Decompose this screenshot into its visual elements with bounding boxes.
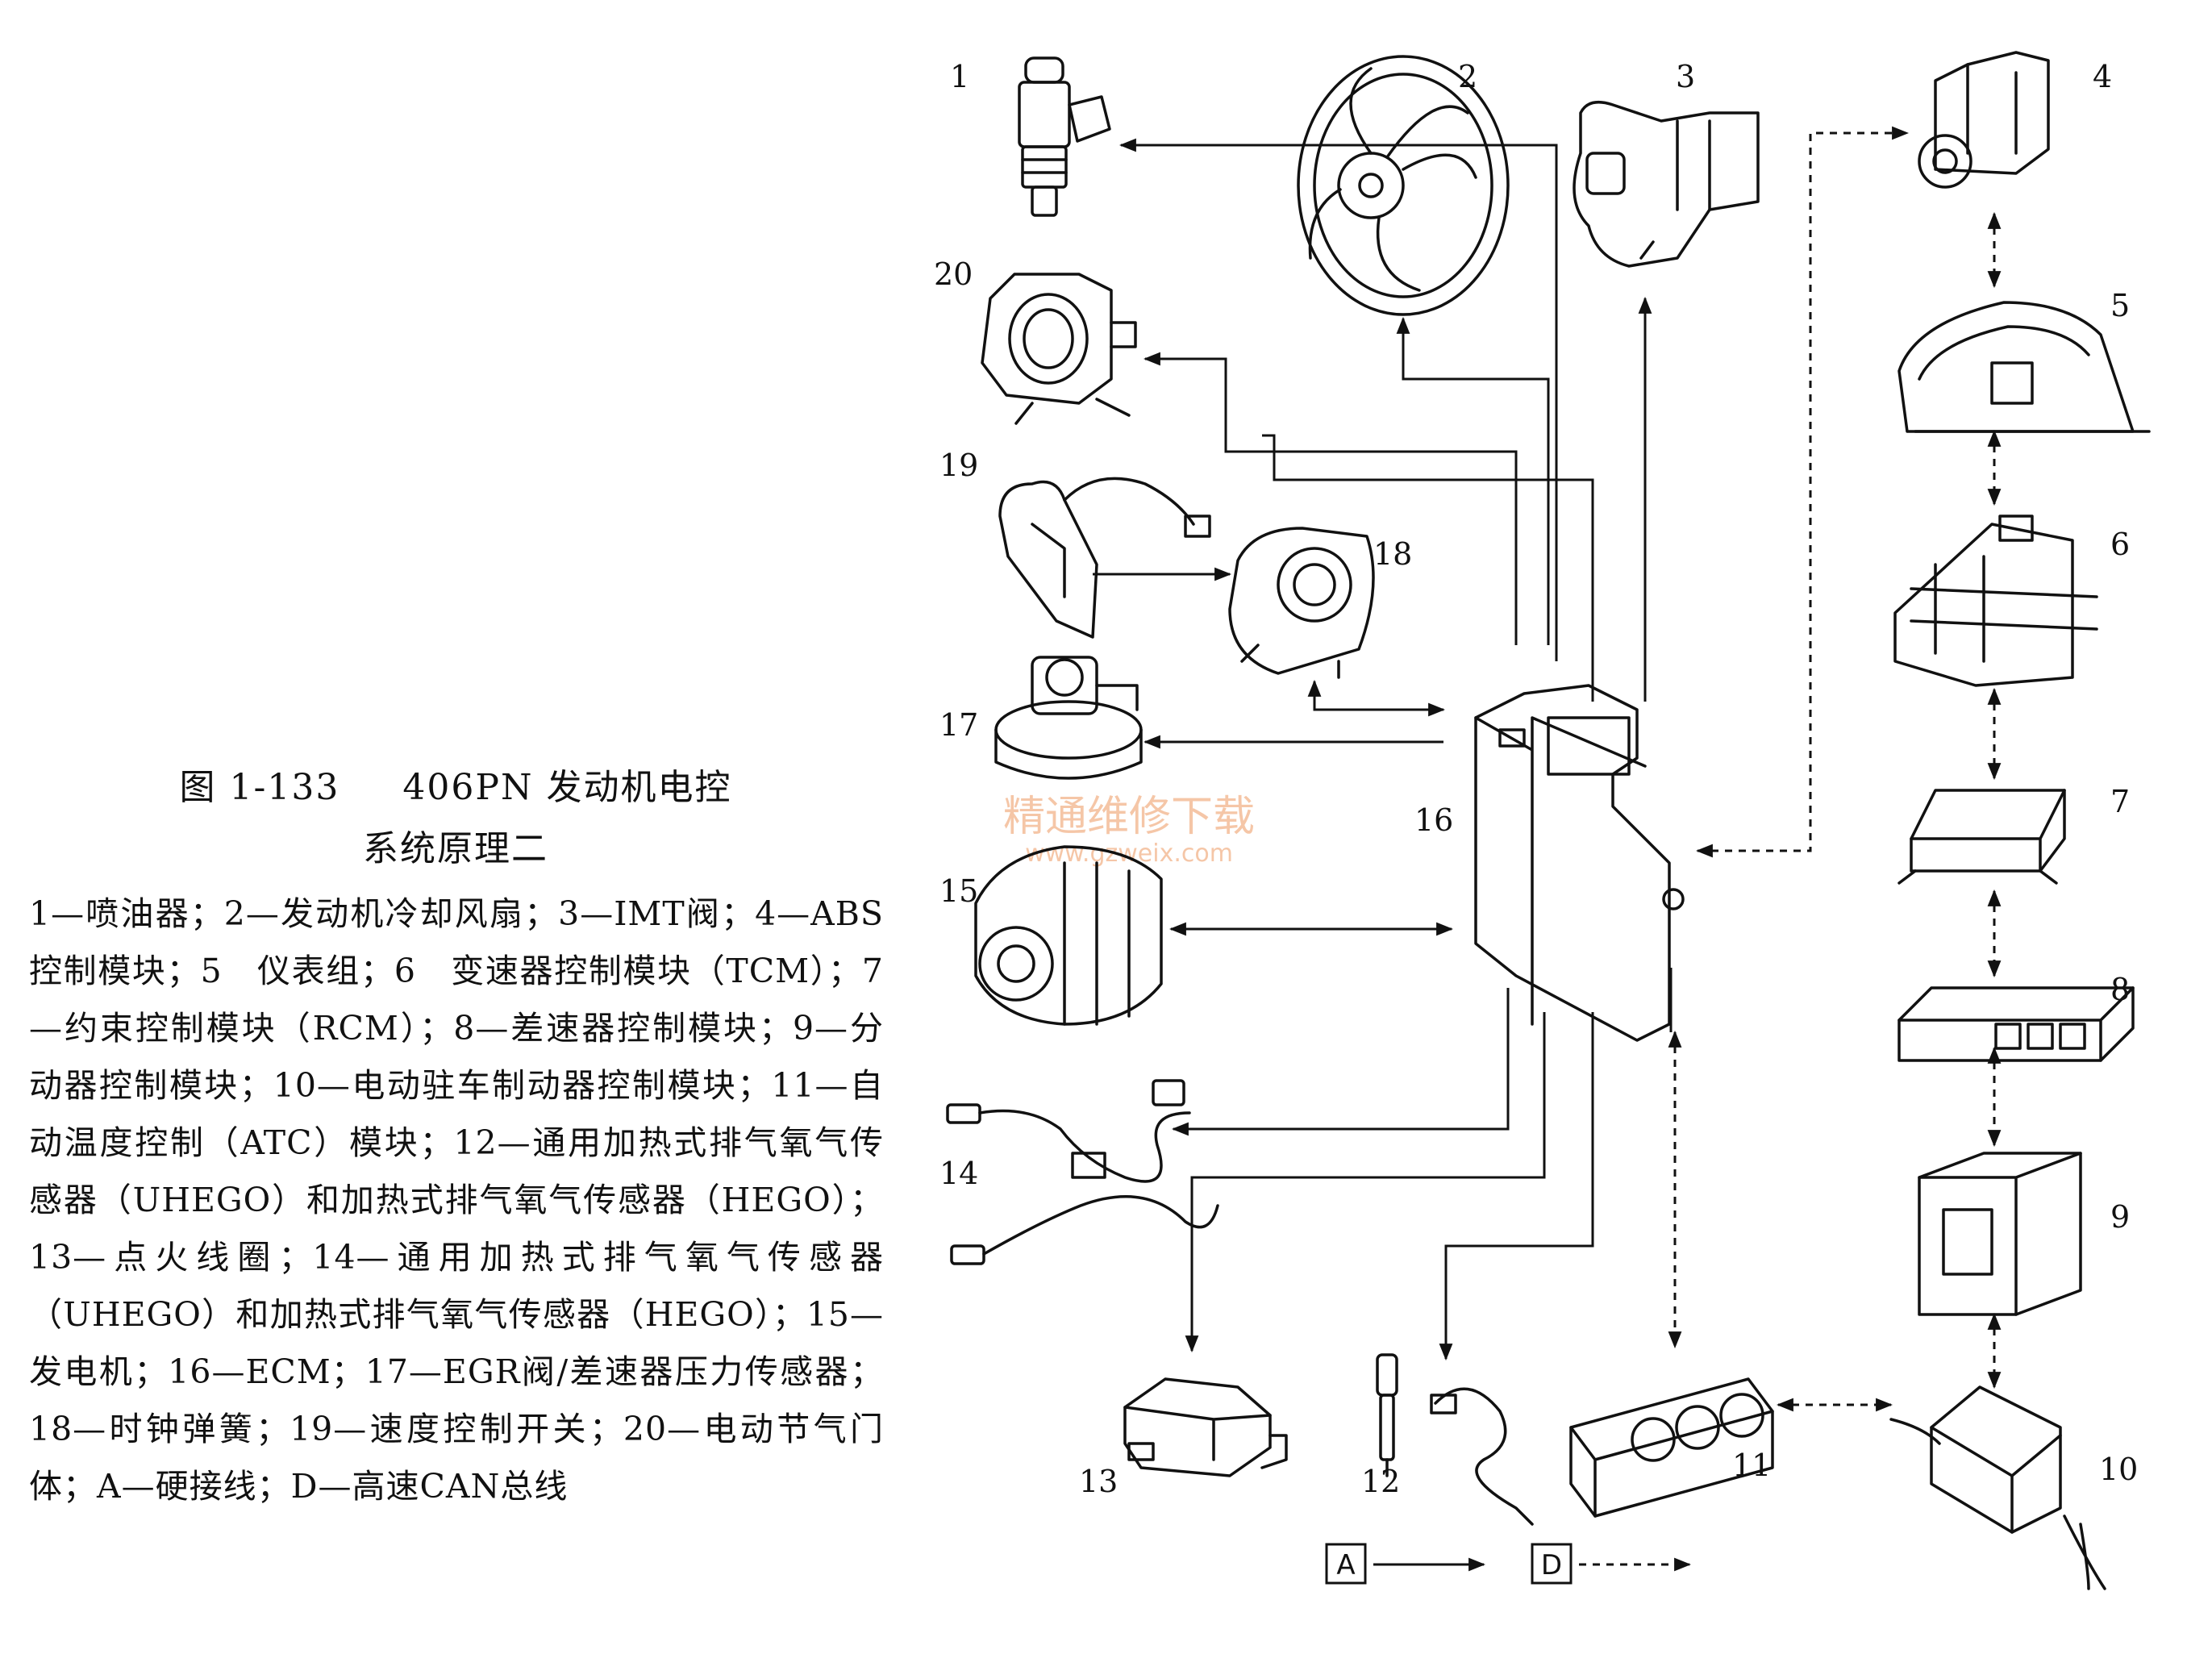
label-11: 11: [1732, 1448, 1771, 1483]
label-6: 6: [2110, 527, 2130, 562]
watermark-line2: www.gzweix.com: [1025, 839, 1233, 868]
abs-module-icon: [1918, 51, 2050, 189]
hardwired-lines: [1093, 138, 1673, 1361]
label-19: 19: [939, 448, 978, 483]
key-hardwired-letter: A: [1336, 1549, 1355, 1581]
label-12: 12: [1361, 1464, 1400, 1499]
watermark-line1: 精通维修下载: [1003, 793, 1255, 841]
label-7: 7: [2110, 784, 2130, 819]
epb-module-icon: [1889, 1385, 2106, 1590]
wire-ecm-o2-12: [1439, 1012, 1594, 1361]
atc-module-icon: [1569, 1377, 1774, 1518]
key-hardwired-box: [1325, 1543, 1367, 1585]
transfer-case-module-icon: [1918, 1152, 2082, 1316]
wire-ecm-fan: [1396, 316, 1550, 645]
can-ecm-abs: [1695, 126, 1910, 858]
label-9: 9: [2110, 1199, 2130, 1235]
figure-title-line1: 406PN 发动机电控: [402, 767, 732, 808]
imt-valve-icon: [1573, 100, 1760, 268]
label-18: 18: [1373, 536, 1412, 572]
wire-ecm-throttle: [1143, 352, 1518, 645]
ecm-icon: [1474, 684, 1685, 1042]
throttle-body-icon: [981, 273, 1137, 425]
label-5: 5: [2110, 288, 2130, 323]
label-4: 4: [2093, 59, 2112, 94]
label-3: 3: [1676, 59, 1695, 94]
tcm-icon: [1893, 515, 2098, 687]
o2-sensor-14-icon: [946, 1079, 1219, 1265]
ignition-coil-icon: [1123, 1377, 1288, 1477]
wire-ecm-o2-14: [1171, 988, 1510, 1136]
o2-sensor-12-icon: [1376, 1353, 1534, 1526]
watermark: 精通维修下载 www.gzweix.com: [1003, 793, 1255, 868]
figure-title: 图 1-133 406PN 发动机电控: [165, 761, 746, 815]
label-20: 20: [934, 256, 973, 292]
label-1: 1: [950, 59, 969, 94]
instrument-cluster-icon: [1897, 301, 2151, 433]
wire-ecm-fan-2: [1262, 434, 1594, 702]
speed-control-switch-icon: [998, 477, 1211, 639]
label-16: 16: [1414, 802, 1453, 838]
egr-valve-icon: [994, 656, 1143, 780]
key-can-letter: D: [1541, 1549, 1562, 1581]
label-10: 10: [2099, 1452, 2138, 1487]
label-13: 13: [1079, 1464, 1118, 1499]
clock-spring-icon: [1228, 527, 1375, 679]
cooling-fan-icon: [1297, 55, 1510, 316]
label-2: 2: [1458, 59, 1477, 94]
differential-module-icon: [1897, 986, 2135, 1062]
alternator-icon: [974, 845, 1163, 1026]
figure-title-line2: 系统原理二: [363, 828, 548, 869]
wire-ecm-coil: [1185, 1012, 1546, 1353]
key-can-box: [1531, 1543, 1573, 1585]
label-15: 15: [939, 873, 978, 909]
label-14: 14: [939, 1156, 978, 1191]
label-8: 8: [2110, 972, 2130, 1007]
component-legend: 1—喷油器；2—发动机冷却风扇；3—IMT阀；4—ABS控制模块；5 仪表组；6…: [29, 894, 884, 1506]
wire-ecm-injector: [1118, 138, 1558, 661]
wire-ecm-clockspring: [1307, 679, 1446, 717]
line-key: A D: [1325, 1543, 1692, 1585]
fuel-injector-icon: [1018, 56, 1111, 217]
label-17: 17: [939, 707, 978, 743]
figure-number: 图 1-133: [179, 767, 340, 808]
rcm-icon: [1897, 789, 2066, 885]
component-labels: 1 2 3 4 5 6 7 8 9 10 11 12 13 14 15 16 1…: [934, 59, 2138, 1499]
can-bus-lines: [1668, 126, 2002, 1412]
